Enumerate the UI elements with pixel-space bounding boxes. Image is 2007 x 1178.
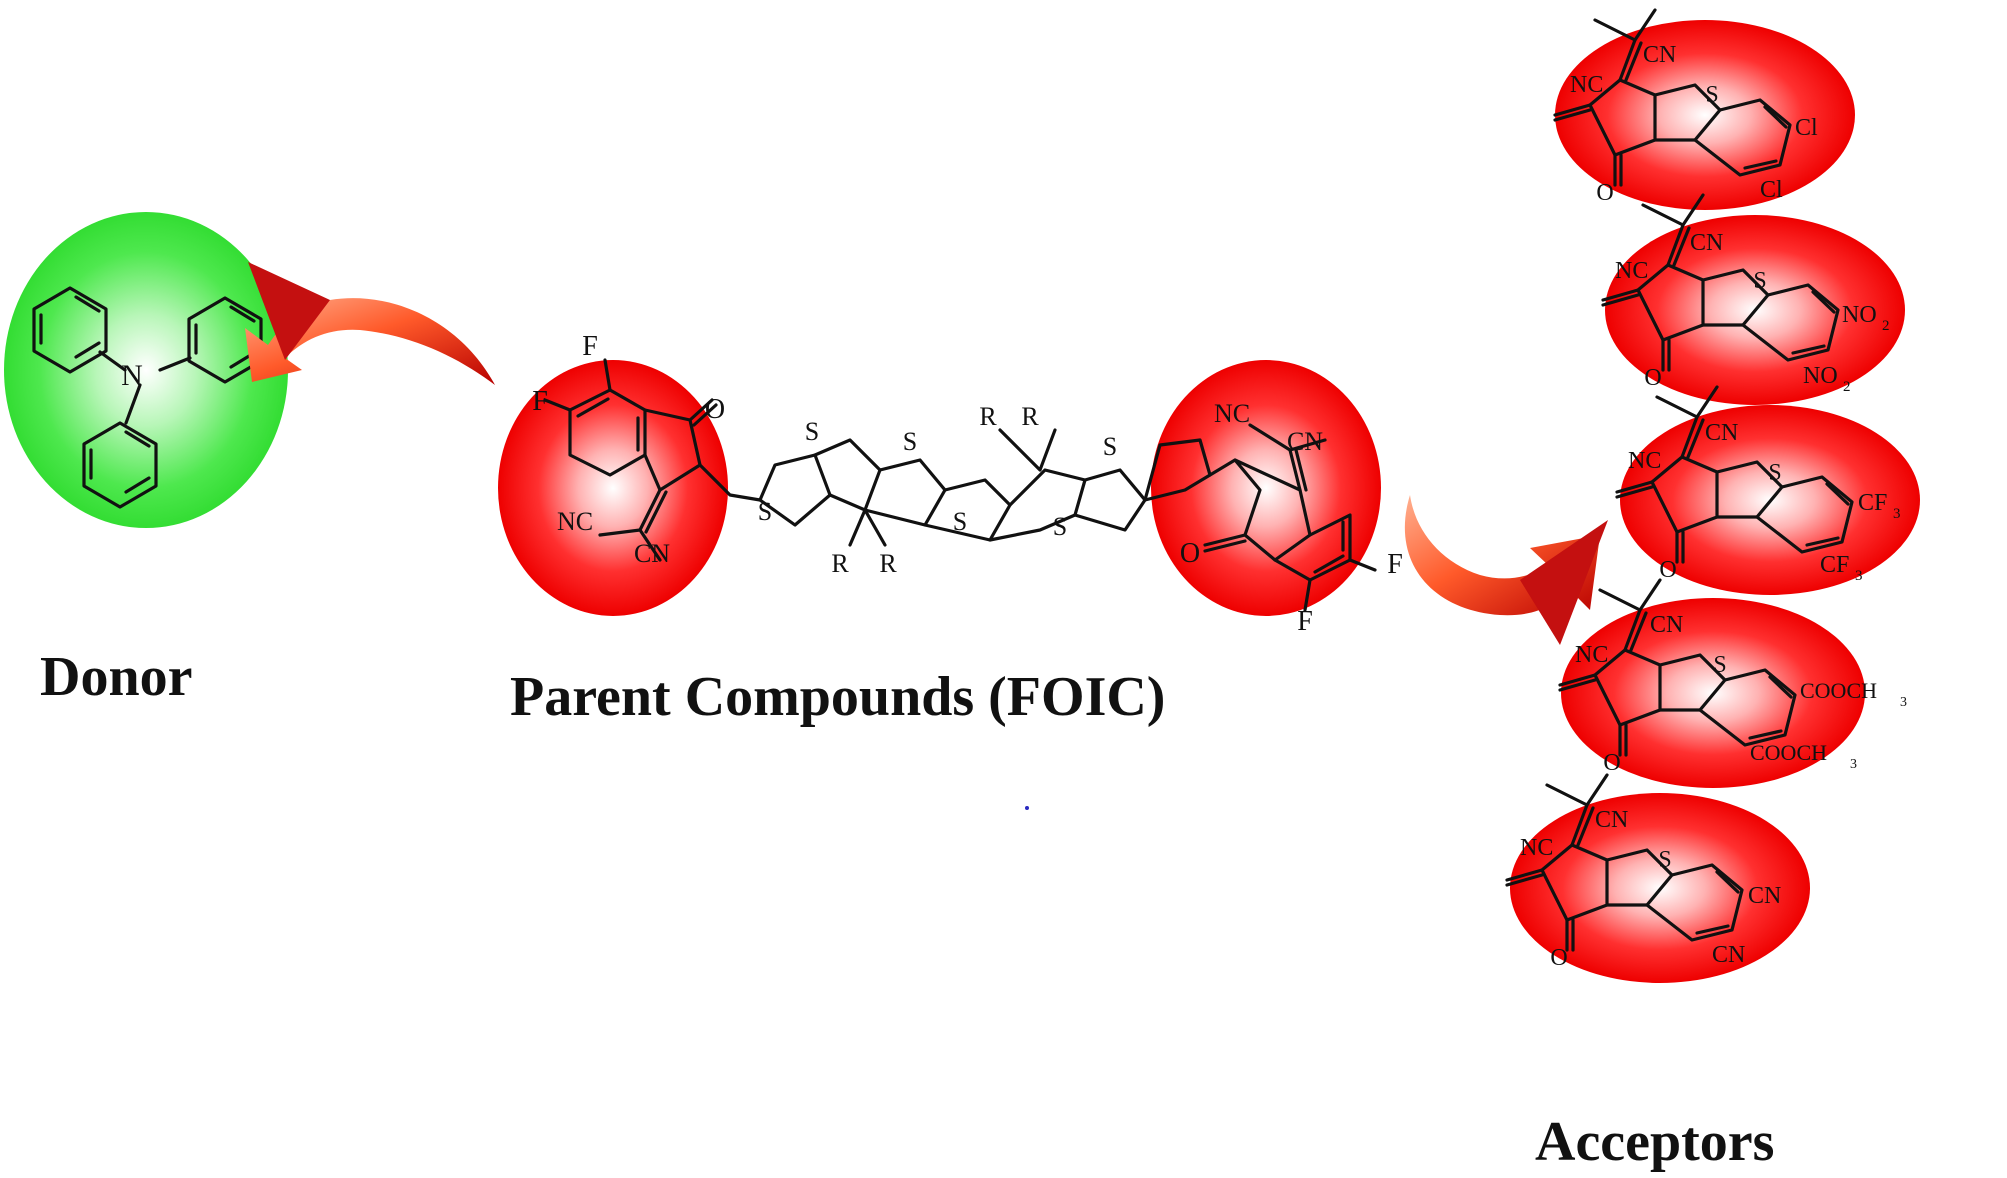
svg-text:CN: CN <box>1705 420 1738 446</box>
svg-text:S: S <box>903 427 917 456</box>
atom-n: N <box>121 359 143 392</box>
svg-text:O: O <box>1659 557 1676 583</box>
svg-text:R: R <box>1021 402 1039 431</box>
svg-text:NC: NC <box>1628 448 1661 474</box>
acceptor-2: NC CN S O NO 2 NO 2 <box>1601 193 1905 405</box>
svg-text:O: O <box>705 394 725 425</box>
svg-text:S: S <box>1753 268 1766 294</box>
svg-text:NC: NC <box>1575 642 1608 668</box>
acceptors-label: Acceptors <box>1535 1111 1775 1173</box>
svg-text:F: F <box>1297 606 1313 637</box>
svg-text:O: O <box>1603 750 1620 776</box>
svg-text:NO: NO <box>1803 363 1838 389</box>
svg-text:COOCH: COOCH <box>1800 678 1877 703</box>
stray-dot <box>1025 806 1029 810</box>
svg-text:S: S <box>758 497 772 526</box>
svg-text:3: 3 <box>1900 695 1907 710</box>
svg-text:R: R <box>979 402 997 431</box>
svg-text:NC: NC <box>1214 399 1250 428</box>
acceptor-1: NC CN S O Cl Cl <box>1553 8 1855 210</box>
acceptor-4: NC CN S O COOCH 3 COOCH 3 <box>1558 578 1907 788</box>
curved-arrow-icon <box>245 262 495 385</box>
triphenylamine-structure: N <box>32 286 263 509</box>
svg-text:O: O <box>1550 945 1567 971</box>
svg-text:CN: CN <box>1595 807 1628 833</box>
svg-text:CN: CN <box>1643 42 1676 68</box>
svg-text:S: S <box>1103 432 1117 461</box>
svg-text:O: O <box>1180 538 1200 569</box>
svg-text:CN: CN <box>1690 230 1723 256</box>
svg-text:CN: CN <box>1712 942 1745 968</box>
svg-text:NC: NC <box>1520 835 1553 861</box>
donor-label: Donor <box>40 646 193 708</box>
acceptor-3: NC CN S O CF 3 CF 3 <box>1615 385 1920 595</box>
svg-text:NC: NC <box>1570 72 1603 98</box>
svg-text:COOCH: COOCH <box>1750 740 1827 765</box>
svg-text:O: O <box>1596 180 1613 206</box>
svg-text:F: F <box>582 331 598 362</box>
svg-text:S: S <box>1705 82 1718 108</box>
svg-text:S: S <box>1658 847 1671 873</box>
svg-text:NC: NC <box>557 507 593 536</box>
svg-text:R: R <box>831 549 849 578</box>
svg-text:S: S <box>1053 512 1067 541</box>
svg-text:S: S <box>953 507 967 536</box>
svg-text:NO: NO <box>1842 302 1877 328</box>
parent-left-endgroup <box>498 360 728 616</box>
svg-text:3: 3 <box>1855 568 1863 584</box>
svg-text:Cl: Cl <box>1760 177 1783 203</box>
foic-structure: F F O NC CN S S S S S S R R R R NC CN O … <box>532 331 1403 637</box>
svg-text:CN: CN <box>1650 612 1683 638</box>
svg-text:F: F <box>532 386 548 417</box>
svg-text:2: 2 <box>1882 318 1890 334</box>
svg-text:O: O <box>1644 365 1661 391</box>
parent-compounds-label: Parent Compounds (FOIC) <box>510 666 1166 728</box>
curved-arrow-icon <box>1404 495 1608 645</box>
svg-text:CN: CN <box>1748 883 1781 909</box>
svg-text:CF: CF <box>1858 490 1887 516</box>
svg-text:R: R <box>879 549 897 578</box>
svg-text:S: S <box>1768 460 1781 486</box>
svg-text:NC: NC <box>1615 258 1648 284</box>
svg-text:S: S <box>1713 652 1726 678</box>
svg-text:CN: CN <box>1287 427 1323 456</box>
svg-text:3: 3 <box>1850 757 1857 772</box>
svg-text:CN: CN <box>634 539 670 568</box>
svg-text:S: S <box>805 417 819 446</box>
svg-text:3: 3 <box>1893 506 1901 522</box>
acceptor-5: NC CN S O CN CN <box>1505 773 1810 983</box>
svg-text:F: F <box>1387 549 1403 580</box>
parent-right-endgroup <box>1151 360 1381 616</box>
svg-text:Cl: Cl <box>1795 115 1818 141</box>
svg-text:CF: CF <box>1820 552 1849 578</box>
svg-text:2: 2 <box>1843 379 1851 395</box>
